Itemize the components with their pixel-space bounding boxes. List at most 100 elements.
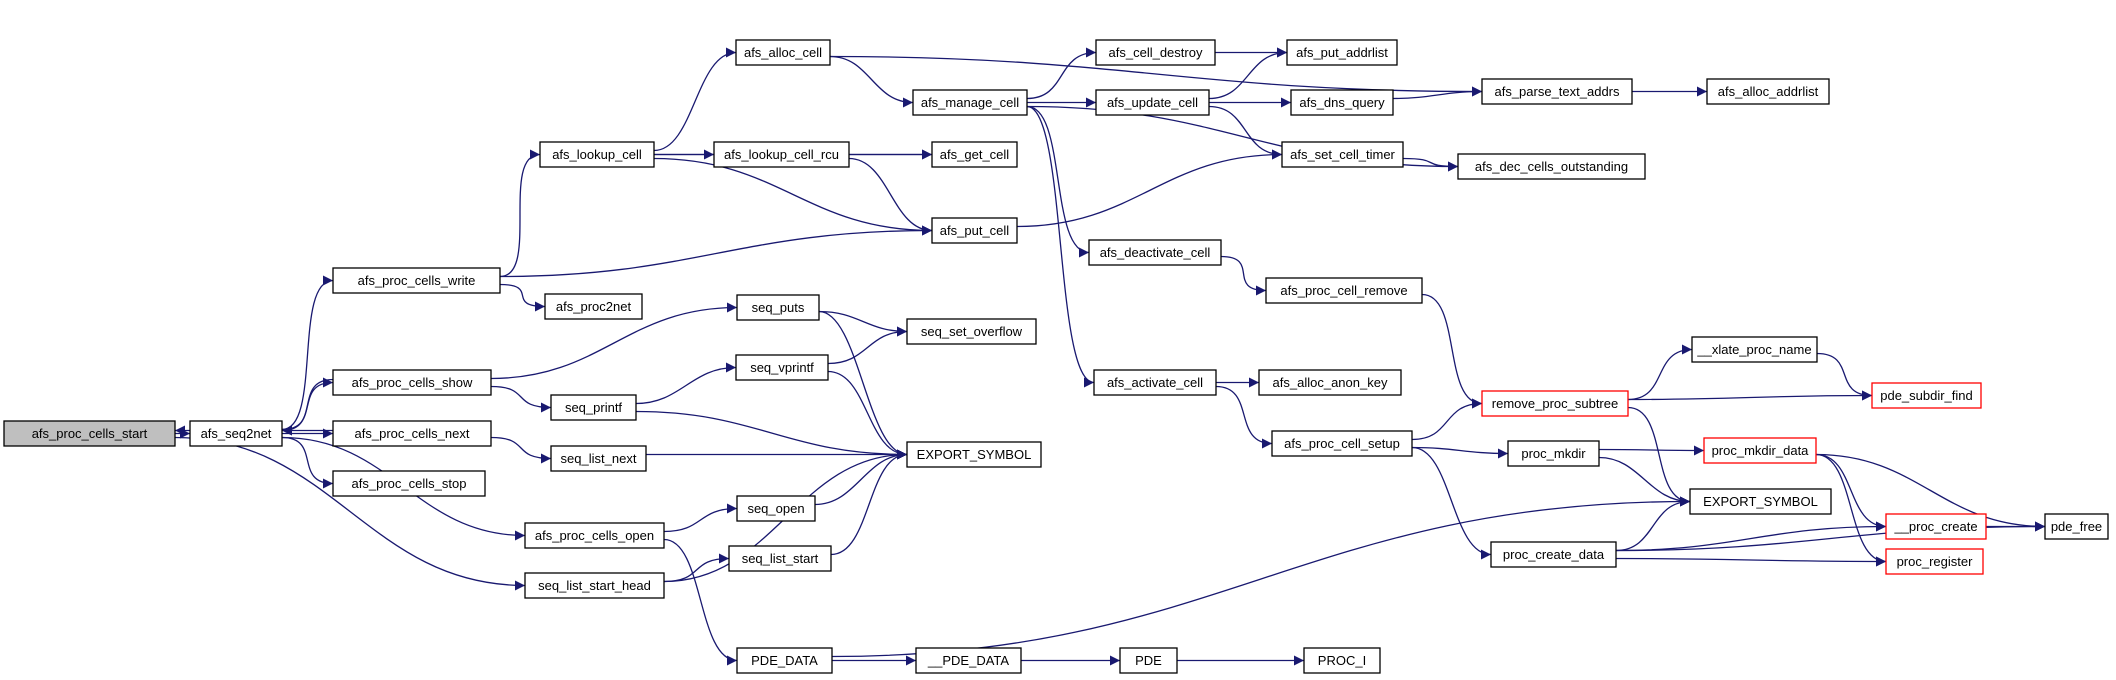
node-proc-mkdir-data[interactable]: proc_mkdir_data: [1703, 437, 1817, 464]
edge-line: [848, 157, 933, 236]
node-afs-get-cell[interactable]: afs_get_cell: [931, 141, 1018, 168]
node-label: afs_alloc_cell: [744, 45, 822, 60]
node-label: afs_proc2net: [556, 299, 632, 314]
node-seq-set-overflow[interactable]: seq_set_overflow: [906, 318, 1037, 345]
edge-line: [635, 362, 737, 405]
node-label: proc_mkdir: [1521, 446, 1586, 461]
node-afs-proc-cells-write[interactable]: afs_proc_cells_write: [332, 267, 501, 294]
node-box: [1490, 541, 1617, 568]
node-seq-list-next[interactable]: seq_list_next: [550, 445, 647, 472]
node-box: [1095, 39, 1216, 66]
edge-proc-mkdir-to-export-symbol: [1598, 456, 1691, 507]
node-box: [544, 293, 643, 320]
node-afs-dec-cells-outstanding[interactable]: afs_dec_cells_outstanding: [1457, 153, 1646, 180]
node-box: [1885, 513, 1987, 540]
edge-afs-dns-query-to-afs-parse-text-addrs: [1392, 86, 1483, 100]
node-pde-data[interactable]: __PDE_DATA: [915, 647, 1022, 674]
node-proc-register[interactable]: proc_register: [1885, 548, 1984, 575]
edge-line: [281, 378, 334, 436]
node-pde[interactable]: PDE: [1119, 647, 1178, 674]
edge-afs-proc-cells-show-to-seq-puts: [490, 302, 738, 380]
node-box: [1885, 548, 1984, 575]
edge-afs-proc-cell-remove-to-remove-proc-subtree: [1421, 293, 1483, 409]
edge-afs-proc-cells-next-to-seq-list-next: [490, 436, 552, 464]
edge-proc-create-data-to-proc-register: [1615, 556, 1887, 567]
node-export-symbol[interactable]: EXPORT_SYMBOL: [906, 441, 1042, 468]
node-afs-update-cell[interactable]: afs_update_cell: [1095, 89, 1210, 116]
edge-line: [653, 47, 737, 152]
node-afs-proc-cells-next[interactable]: afs_proc_cells_next: [332, 420, 492, 447]
node-afs-proc-cells-start[interactable]: afs_proc_cells_start: [3, 420, 176, 447]
node-box: [736, 495, 816, 522]
node-pde-free[interactable]: pde_free: [2044, 513, 2109, 540]
edge-line: [281, 275, 334, 431]
node-afs-proc-cells-show[interactable]: afs_proc_cells_show: [332, 369, 492, 396]
edge-afs-proc-cell-setup-to-proc-create-data: [1411, 446, 1492, 560]
node-afs-proc-cells-stop[interactable]: afs_proc_cells_stop: [332, 470, 486, 497]
node-afs-proc2net[interactable]: afs_proc2net: [544, 293, 643, 320]
edge-line: [1411, 446, 1492, 560]
node-box: [1457, 153, 1646, 180]
node-box: [1481, 78, 1633, 105]
edge-line: [1627, 390, 1873, 401]
node-afs-dns-query[interactable]: afs_dns_query: [1290, 89, 1394, 116]
node-seq-vprintf[interactable]: seq_vprintf: [735, 354, 829, 381]
node-afs-lookup-cell-rcu[interactable]: afs_lookup_cell_rcu: [713, 141, 850, 168]
node-afs-lookup-cell[interactable]: afs_lookup_cell: [539, 141, 655, 168]
edge-seq-printf-to-export-symbol: [635, 410, 908, 460]
edge-seq-vprintf-to-export-symbol: [827, 370, 908, 460]
edge-proc-mkdir-data-to-proc-create: [1815, 453, 1887, 532]
edge-line: [1402, 157, 1459, 172]
node-box: [1095, 89, 1210, 116]
node-afs-cell-destroy[interactable]: afs_cell_destroy: [1095, 39, 1216, 66]
edge-line: [818, 310, 908, 337]
node-label: afs_alloc_addrlist: [1718, 84, 1819, 99]
node-box: [524, 572, 665, 599]
node-proc-create[interactable]: __proc_create: [1885, 513, 1987, 540]
node-seq-list-start-head[interactable]: seq_list_start_head: [524, 572, 665, 599]
node-label: proc_mkdir_data: [1712, 443, 1810, 458]
edge-proc-create-data-to-export-symbol: [1615, 496, 1691, 552]
node-afs-manage-cell[interactable]: afs_manage_cell: [912, 89, 1028, 116]
node-seq-printf[interactable]: seq_printf: [550, 394, 637, 421]
node-seq-puts[interactable]: seq_puts: [736, 294, 820, 321]
node-afs-deactivate-cell[interactable]: afs_deactivate_cell: [1088, 239, 1222, 266]
node-afs-alloc-addrlist[interactable]: afs_alloc_addrlist: [1706, 78, 1830, 105]
edge-line: [490, 436, 552, 464]
node-seq-open[interactable]: seq_open: [736, 495, 816, 522]
node-label: seq_set_overflow: [921, 324, 1023, 339]
node-afs-parse-text-addrs[interactable]: afs_parse_text_addrs: [1481, 78, 1633, 105]
edge-seq-list-start-head-to-seq-list-start: [663, 553, 730, 583]
node-afs-seq2net[interactable]: afs_seq2net: [189, 420, 283, 447]
node-afs-set-cell-timer[interactable]: afs_set_cell_timer: [1281, 141, 1404, 168]
node-export-symbol[interactable]: EXPORT_SYMBOL: [1689, 488, 1832, 515]
node-proc-i[interactable]: PROC_I: [1303, 647, 1381, 674]
node-afs-proc-cells-open[interactable]: afs_proc_cells_open: [524, 522, 665, 549]
node-label: afs_proc_cells_stop: [352, 476, 467, 491]
node-box: [524, 522, 665, 549]
node-afs-put-cell[interactable]: afs_put_cell: [931, 217, 1018, 244]
edge-line: [827, 326, 908, 365]
node-afs-activate-cell[interactable]: afs_activate_cell: [1093, 369, 1217, 396]
node-label: afs_deactivate_cell: [1100, 245, 1211, 260]
node-proc-create-data[interactable]: proc_create_data: [1490, 541, 1617, 568]
node-afs-put-addrlist[interactable]: afs_put_addrlist: [1286, 39, 1398, 66]
node-pde-subdir-find[interactable]: pde_subdir_find: [1871, 382, 1982, 409]
node-remove-proc-subtree[interactable]: remove_proc_subtree: [1481, 390, 1629, 417]
edge-pde-data-to-export-symbol: [831, 496, 1691, 658]
node-afs-proc-cell-remove[interactable]: afs_proc_cell_remove: [1265, 277, 1423, 304]
node-box: [906, 441, 1042, 468]
node-label: PDE: [1135, 653, 1162, 668]
node-pde-data[interactable]: PDE_DATA: [736, 647, 833, 674]
node-afs-alloc-cell[interactable]: afs_alloc_cell: [735, 39, 831, 66]
node-seq-list-start[interactable]: seq_list_start: [728, 545, 832, 572]
node-afs-proc-cell-setup[interactable]: afs_proc_cell_setup: [1271, 430, 1413, 457]
node-box: [1691, 336, 1818, 363]
node-afs-alloc-anon-key[interactable]: afs_alloc_anon_key: [1258, 369, 1402, 396]
node-xlate-proc-name[interactable]: __xlate_proc_name: [1691, 336, 1818, 363]
edge-line: [174, 436, 526, 591]
node-label: afs_proc_cell_remove: [1280, 283, 1407, 298]
node-label: afs_proc_cells_next: [355, 426, 470, 441]
node-proc-mkdir[interactable]: proc_mkdir: [1507, 440, 1600, 467]
